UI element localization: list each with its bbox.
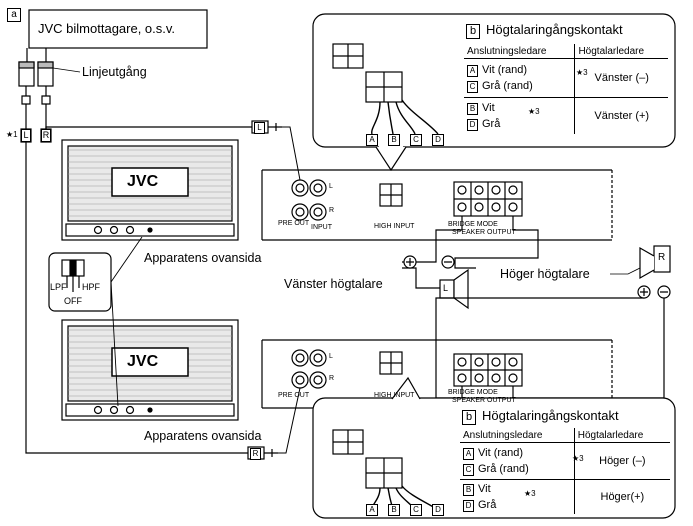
table-bottom-title-text: Högtalaringångskontakt	[482, 408, 619, 423]
table-bottom-header: Anslutningsledare Högtalarledare	[460, 428, 670, 443]
table-top-title: b Högtalaringångskontakt	[466, 22, 623, 39]
pin-a-bottom: A	[366, 504, 378, 516]
upper-amp-top	[61, 139, 239, 241]
pin-b-bottom: B	[388, 504, 400, 516]
note-star1: ★1	[6, 130, 18, 139]
key-b: B	[467, 102, 478, 115]
line-out-leads	[26, 48, 47, 62]
high-input-upper: HIGH INPUT	[374, 223, 415, 230]
right-speaker-tag: R	[658, 252, 666, 263]
lower-amp-top	[61, 319, 239, 421]
result: Vänster (+)	[574, 97, 668, 134]
key-a: A	[467, 64, 478, 77]
switch-off: OFF	[64, 296, 82, 306]
jack-r-lower: R	[329, 375, 335, 382]
key-b: B	[463, 483, 474, 496]
source-label: JVC bilmottagare, o.s.v.	[38, 21, 176, 36]
plug-tag-right: R	[41, 129, 51, 142]
bridge-mode-lower: BRIDGE MODE	[448, 389, 498, 396]
jack-l-lower: L	[329, 353, 333, 360]
lead-text: Grå	[482, 117, 501, 130]
amp-top-label-upper: Apparatens ovansida	[144, 251, 262, 265]
plug-tag-right-amp: R	[250, 448, 261, 460]
table-top-col2: Högtalarledare	[574, 44, 668, 59]
lead-text: Vit (rand)	[482, 63, 528, 76]
table-row: A Vit (rand) C Grå (rand) ★3 Vänster (–)	[464, 58, 668, 98]
key-a: A	[463, 447, 474, 460]
amp-top-label-lower: Apparatens ovansida	[144, 429, 262, 443]
amp-logo-upper: JVC	[127, 173, 159, 190]
pin-b-top: B	[388, 134, 400, 146]
line-out-label: Linjeutgång	[82, 65, 147, 79]
lead-text: Vit (rand)	[478, 446, 524, 459]
table-top-header: Anslutningsledare Högtalarledare	[464, 44, 668, 59]
table-bottom-title: b Högtalaringångskontakt	[462, 408, 619, 425]
lead-text: Grå	[478, 498, 497, 511]
key-c: C	[467, 80, 478, 93]
switch-hpf: HPF	[82, 282, 100, 292]
table-top-title-text: Högtalaringångskontakt	[486, 22, 623, 37]
left-speaker-label: Vänster högtalare	[284, 277, 383, 291]
table-top: Anslutningsledare Högtalarledare A Vit (r…	[464, 44, 668, 134]
source-box-frame	[28, 9, 208, 49]
pre-out-lower: PRE OUT	[278, 392, 310, 399]
upper-rear-panel	[261, 169, 613, 241]
right-channel-cable	[25, 142, 248, 454]
amp-logo-lower: JVC	[127, 353, 159, 370]
note-star3: ★3	[576, 68, 588, 77]
pin-d-bottom: D	[432, 504, 444, 516]
right-speaker-label: Höger högtalare	[500, 267, 590, 281]
key-d: D	[463, 499, 474, 512]
key-d: D	[467, 118, 478, 131]
jack-l-upper: L	[329, 183, 333, 190]
note-star3: ★3	[528, 107, 540, 116]
lead-text: Vit	[478, 482, 491, 495]
result: Vänster (–)	[574, 58, 668, 98]
table-top-col1: Anslutningsledare	[464, 44, 575, 59]
table-top-marker: b	[466, 24, 480, 39]
left-spk-wire-neg	[402, 216, 463, 263]
result: Höger (–)	[573, 442, 670, 480]
result: Höger(+)	[573, 479, 670, 514]
table-row: B Vit D Grå ★3 Höger(+)	[460, 479, 670, 514]
plug-tag-left-amp: L	[254, 122, 265, 134]
pin-c-bottom: C	[410, 504, 422, 516]
bridge-mode-upper: BRIDGE MODE	[448, 221, 498, 228]
table-bottom-marker: b	[462, 410, 476, 425]
lead-text: Grå (rand)	[478, 462, 529, 475]
table-bottom-col1: Anslutningsledare	[460, 428, 575, 443]
pin-d-top: D	[432, 134, 444, 146]
table-row: B Vit D Grå ★3 Vänster (+)	[464, 97, 668, 134]
note-star3: ★3	[572, 454, 584, 463]
speaker-output-upper: SPEAKER OUTPUT	[452, 229, 516, 236]
jack-r-upper: R	[329, 207, 335, 214]
table-row: A Vit (rand) C Grå (rand) ★3 Höger (–)	[460, 442, 670, 480]
note-star3: ★3	[524, 489, 536, 498]
input-upper: INPUT	[311, 224, 332, 231]
speaker-output-lower: SPEAKER OUTPUT	[452, 397, 516, 404]
pin-a-top: A	[366, 134, 378, 146]
lower-rear-panel	[261, 339, 613, 409]
panel-marker: a	[7, 8, 21, 22]
switch-lpf: LPF	[50, 282, 67, 292]
lead-text: Vit	[482, 101, 495, 114]
pre-out-upper: PRE OUT	[278, 220, 310, 227]
left-speaker-tag: L	[443, 283, 449, 293]
high-input-lower: HIGH INPUT	[374, 392, 415, 399]
key-c: C	[463, 463, 474, 476]
pin-c-top: C	[410, 134, 422, 146]
table-bottom-col2: Högtalarledare	[573, 428, 670, 443]
lead-text: Grå (rand)	[482, 79, 533, 92]
table-bottom: Anslutningsledare Högtalarledare A Vit (r…	[460, 428, 670, 514]
plug-tag-left: L	[21, 129, 31, 142]
